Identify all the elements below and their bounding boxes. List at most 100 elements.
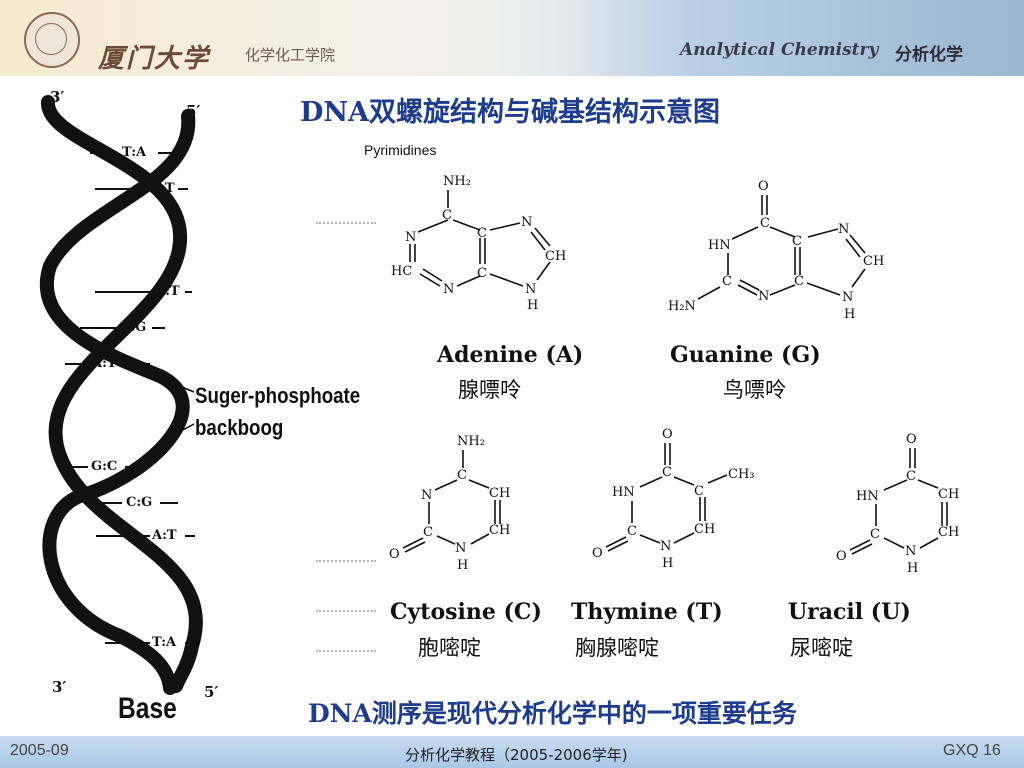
course-title-zh: 分析化学 — [895, 45, 963, 65]
scan-artifact — [316, 222, 376, 228]
footer-course: 分析化学教程（2005-2006学年) — [405, 746, 628, 764]
dna-helix-diagram — [40, 95, 203, 695]
base-pair-label: A:T — [155, 284, 180, 299]
college-name: 化学化工学院 — [245, 46, 336, 64]
helix-end-top-left: 3′ — [50, 88, 65, 106]
base-pair-label: C:G — [126, 495, 153, 510]
thymine-structure: O C HN C CH₃ C CH O N H — [592, 427, 755, 571]
base-pair-label: A:T — [150, 181, 175, 196]
svg-text:N: N — [521, 215, 532, 230]
svg-text:H: H — [844, 307, 855, 322]
dna-sequencing-statement: DNA测序是现代分析化学中的一项重要任务 — [308, 699, 797, 728]
slide-title: DNA双螺旋结构与碱基结构示意图 — [300, 97, 721, 128]
svg-text:O: O — [906, 432, 917, 447]
svg-text:H: H — [662, 556, 673, 571]
svg-text:C: C — [477, 266, 487, 281]
svg-text:N: N — [421, 488, 432, 503]
scan-artifact — [316, 650, 376, 656]
adenine-name-zh: 腺嘌呤 — [458, 378, 521, 402]
base-pair-label: A:T — [152, 528, 177, 543]
svg-text:HC: HC — [391, 264, 412, 279]
svg-text:N: N — [905, 544, 916, 559]
svg-text:N: N — [443, 282, 454, 297]
svg-text:N: N — [660, 539, 671, 554]
backbone-pointer-lines — [167, 381, 195, 439]
svg-text:H: H — [457, 558, 468, 573]
svg-text:HN: HN — [708, 238, 731, 253]
svg-text:O: O — [662, 427, 673, 442]
svg-text:C: C — [760, 216, 770, 231]
base-label: Base — [118, 692, 177, 725]
svg-text:O: O — [836, 549, 847, 564]
adenine-structure: NH₂ C N C HC N C N CH N H — [391, 174, 566, 313]
helix-end-bottom-right: 5′ — [204, 683, 219, 701]
cytosine-structure: NH₂ C N CH C CH O N H — [389, 434, 510, 573]
svg-text:C: C — [792, 234, 802, 249]
svg-text:C: C — [906, 469, 916, 484]
svg-text:CH: CH — [863, 254, 884, 269]
pyrimidines-label: Pyrimidines — [364, 142, 437, 158]
svg-text:C: C — [870, 527, 880, 542]
uracil-name-zh: 尿嘧啶 — [790, 636, 853, 660]
svg-text:HN: HN — [612, 485, 635, 500]
svg-text:CH: CH — [489, 523, 510, 538]
strand-b — [40, 109, 196, 695]
base-pair-label: T:A — [152, 635, 177, 650]
svg-text:H: H — [527, 298, 538, 313]
svg-text:O: O — [758, 179, 769, 194]
svg-text:CH: CH — [694, 522, 715, 537]
svg-text:C: C — [477, 226, 487, 241]
svg-text:N: N — [455, 541, 466, 556]
guanine-name-en: Guanine (G) — [670, 342, 821, 368]
uracil-name-en: Uracil (U) — [788, 599, 911, 625]
footer-date: 2005-09 — [10, 742, 69, 759]
base-pair-label: G:C — [91, 459, 118, 474]
svg-text:C: C — [423, 525, 433, 540]
adenine-name-en: Adenine (A) — [437, 342, 584, 368]
scan-artifact — [316, 610, 376, 616]
backbone-label-line1: Suger-phosphoate — [195, 383, 361, 408]
svg-text:CH: CH — [938, 525, 959, 540]
svg-text:H: H — [907, 561, 918, 576]
svg-text:CH₃: CH₃ — [728, 467, 755, 482]
cytosine-name-zh: 胞嘧啶 — [418, 636, 481, 660]
guanine-name-zh: 鸟嘌呤 — [723, 378, 786, 402]
svg-text:C: C — [627, 524, 637, 539]
strand-a — [41, 95, 203, 693]
backbone-label: Suger-phosphoate backboog — [195, 380, 360, 444]
svg-text:O: O — [592, 546, 603, 561]
footer-page-number: GXQ 16 — [943, 742, 1001, 759]
base-pair-label: C:G — [120, 320, 147, 335]
svg-text:N: N — [405, 230, 416, 245]
helix-end-top-right: 5′ — [186, 102, 201, 120]
cytosine-name-en: Cytosine (C) — [390, 599, 542, 625]
svg-text:C: C — [442, 208, 452, 223]
svg-text:C: C — [722, 274, 732, 289]
svg-text:HN: HN — [856, 489, 879, 504]
helix-end-bottom-left: 3′ — [52, 678, 67, 696]
base-pair-label: T:A — [122, 145, 147, 160]
base-pair-label: A:T — [92, 356, 117, 371]
guanine-structure: O C HN C C H₂N N C N CH N H — [668, 179, 884, 322]
thymine-name-en: Thymine (T) — [571, 599, 723, 625]
university-seal-icon — [24, 12, 80, 68]
svg-text:N: N — [838, 222, 849, 237]
svg-text:N: N — [758, 289, 769, 304]
course-title-en: Analytical Chemistry — [680, 40, 879, 60]
svg-text:CH: CH — [938, 487, 959, 502]
header-banner: 厦门大学 化学化工学院 Analytical Chemistry 分析化学 — [0, 0, 1024, 76]
svg-text:NH₂: NH₂ — [457, 434, 485, 449]
svg-text:N: N — [842, 290, 853, 305]
svg-text:O: O — [389, 547, 400, 562]
footer-bar: 2005-09 分析化学教程（2005-2006学年) GXQ 16 — [0, 736, 1024, 768]
scan-artifact — [316, 560, 376, 566]
svg-text:CH: CH — [489, 486, 510, 501]
svg-text:H₂N: H₂N — [668, 299, 696, 314]
svg-text:C: C — [457, 468, 467, 483]
thymine-name-zh: 胸腺嘧啶 — [575, 636, 659, 660]
svg-text:C: C — [662, 465, 672, 480]
backbone-label-line2: backboog — [195, 415, 284, 440]
uracil-structure: O C HN CH C CH O N H — [836, 432, 959, 576]
svg-text:NH₂: NH₂ — [443, 174, 471, 189]
svg-text:C: C — [694, 484, 704, 499]
